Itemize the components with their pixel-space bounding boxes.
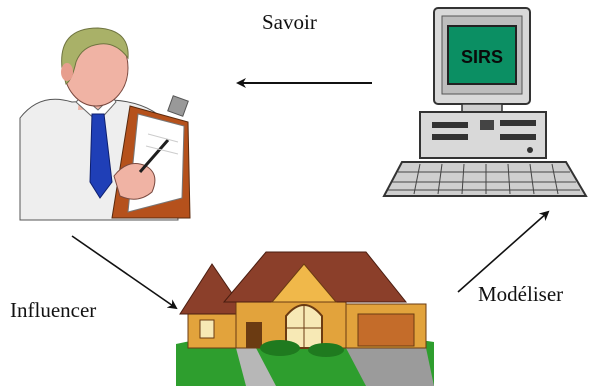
house-clipart [176,244,438,386]
person-clipart [20,22,192,220]
computer-clipart: SIRS [380,8,588,198]
hand [114,164,155,200]
screen-text: SIRS [461,47,503,67]
front-door [246,322,262,348]
garage-door [358,314,414,346]
arrow-influencer [72,236,176,308]
arrow-modeliser [458,212,548,292]
